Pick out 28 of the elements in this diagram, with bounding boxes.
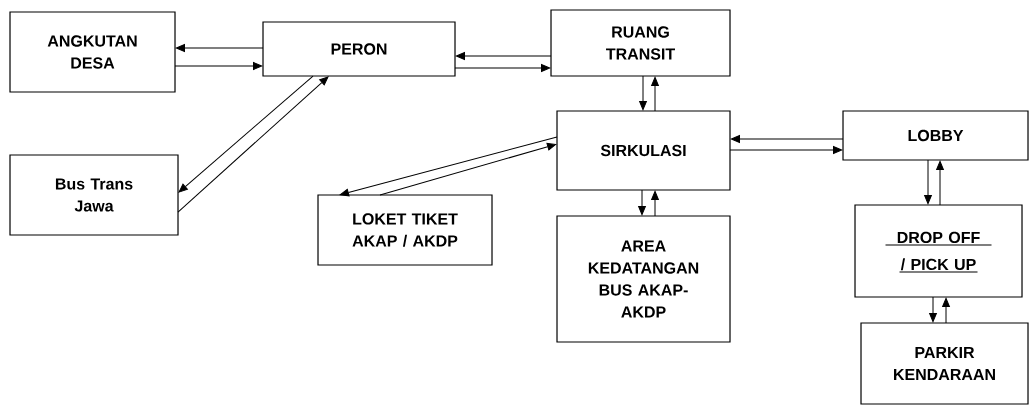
arrow (936, 160, 944, 206)
arrow (730, 135, 844, 143)
arrow (929, 296, 937, 323)
process-box: ANGKUTAN DESA (9, 11, 176, 93)
arrow (455, 52, 552, 60)
process-box: LOBBY (842, 110, 1029, 161)
arrow (924, 159, 932, 205)
arrow (651, 76, 659, 112)
process-box: PERON (262, 21, 456, 77)
arrow (177, 76, 329, 213)
arrow (454, 64, 551, 72)
arrow (651, 190, 659, 217)
process-box: AREA KEDATANGAN BUS AKAP-AKDP (556, 215, 731, 343)
arrow (638, 189, 646, 216)
process-box: Bus Trans Jawa (9, 154, 179, 236)
arrow (178, 75, 314, 193)
arrow (175, 44, 264, 52)
arrow (379, 142, 557, 196)
process-box: LOKET TIKET AKAP / AKDP (317, 194, 493, 266)
process-box: RUANG TRANSIT (550, 9, 731, 77)
arrow (729, 146, 843, 154)
arrow (639, 75, 647, 111)
arrow (339, 136, 558, 197)
process-box: DROP OFF / PICK UP (854, 204, 1023, 298)
process-box: PARKIR KENDARAAN (860, 322, 1029, 405)
arrow (174, 62, 263, 70)
arrow (942, 297, 950, 324)
process-box: SIRKULASI (556, 110, 731, 191)
